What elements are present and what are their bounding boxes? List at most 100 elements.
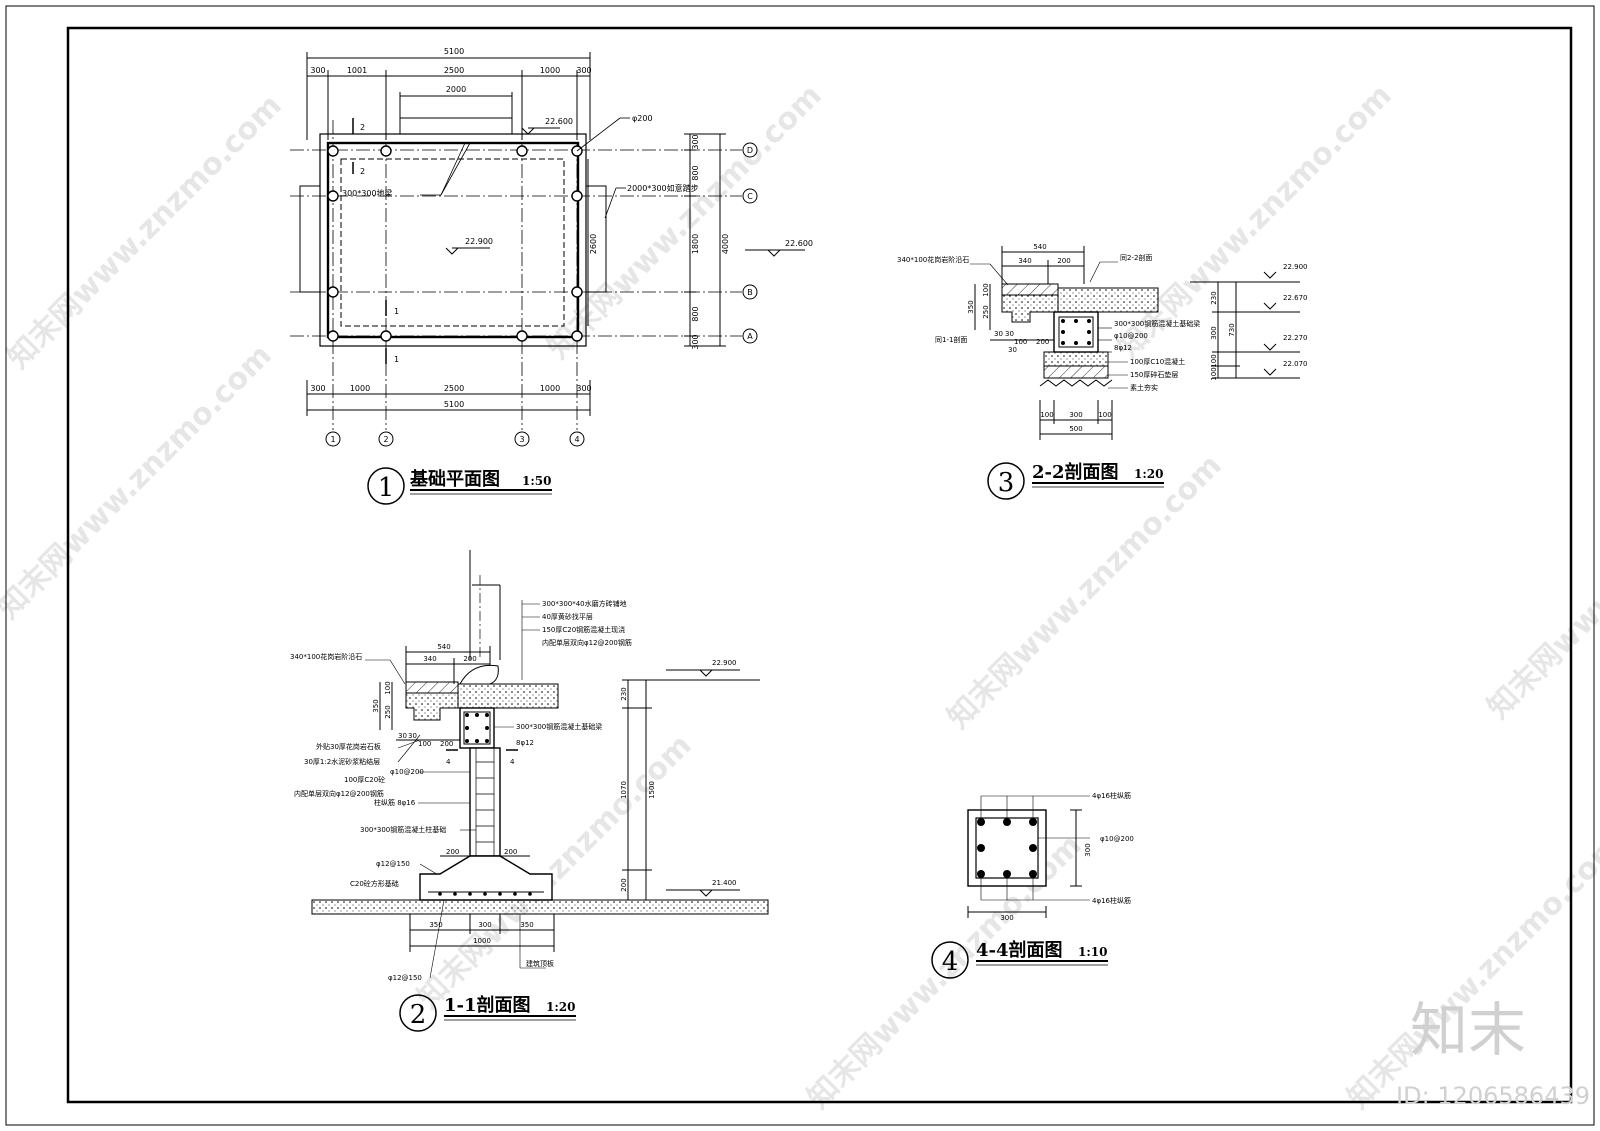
s22-layer1: 100厚C10混凝土 — [1130, 357, 1185, 366]
dim-overall-width: 5100 — [444, 47, 464, 56]
title-section-1-1: 1-1剖面图 — [444, 994, 531, 1016]
s11-col-rebar: φ10@200 — [390, 768, 424, 776]
section-mark-1: 1 — [394, 307, 399, 316]
s11-elev-top: 22.900 — [712, 659, 737, 667]
right-step — [585, 185, 607, 293]
title-section-4-4: 4-4剖面图 — [976, 939, 1063, 961]
s11-note-right-0: 300*300*40水磨方砖铺地 — [542, 599, 627, 608]
s22-step-body — [1001, 294, 1059, 323]
s22-beam-note: 300*300钢筋混凝土基础梁 — [1114, 319, 1200, 328]
s11-dim-bottom-2: 350 — [520, 921, 533, 929]
top-step — [399, 117, 513, 135]
dim-inner-height: 2600 — [589, 234, 598, 254]
s11-dim-bottom-0: 350 — [429, 921, 442, 929]
s22-dim-top-1: 340 — [1018, 257, 1031, 265]
watermark: 知末网www.znzmo.com — [1481, 438, 1600, 726]
scale-foundation-plan: 1:50 — [522, 474, 551, 488]
image-id-text: ID: 1206586439 — [1396, 1082, 1590, 1110]
s22-beam — [1053, 311, 1099, 353]
axis-3: 3 — [519, 435, 524, 444]
s22-small-2: 100 — [1014, 338, 1027, 346]
s22-dim-right-2: 100 — [1210, 354, 1218, 367]
title-index-1: 1 — [378, 473, 395, 503]
s11-base-note: C20砼方形基础 — [350, 879, 399, 888]
s22-dim-bottom-total: 500 — [1069, 425, 1082, 433]
s11-small-1: 30 — [408, 732, 417, 740]
s11-step-body — [405, 692, 459, 721]
s11-dim-230: 230 — [620, 687, 628, 700]
sheet-outer-border — [5, 5, 1595, 1126]
s22-dim-right-total: 730 — [1228, 323, 1236, 336]
s11-dim-top-2: 200 — [463, 655, 476, 663]
s11-dim-left-2: 250 — [384, 705, 392, 718]
s11-roof-slab — [311, 899, 769, 915]
dim-right-0: 300 — [691, 134, 700, 149]
s44-stirrup-note: φ10@200 — [1100, 835, 1134, 843]
section-mark-1: 1 — [394, 355, 399, 364]
elev-center: 22.900 — [465, 237, 493, 246]
s11-small-2: 100 — [418, 740, 431, 748]
watermark: 知末网www.znzmo.com — [1341, 828, 1600, 1116]
s11-beam-note: 300*300钢筋混凝土基础梁 — [516, 722, 602, 731]
dim-right-1: 800 — [691, 165, 700, 180]
dim-overall-height: 4000 — [721, 234, 730, 254]
s22-ref-note: 同2-2剖面 — [1120, 253, 1152, 262]
s22-dim-bottom-1: 300 — [1069, 411, 1082, 419]
s11-base-rebar: φ12@150 — [376, 860, 410, 868]
step-note: 2000*300如意踏步 — [627, 183, 699, 193]
foundation-plan: 5100 300 1001 2500 1000 300 2000 — [290, 47, 813, 505]
s11-dim-1070: 1070 — [620, 781, 628, 799]
title-foundation-plan: 基础平面图 — [409, 468, 500, 490]
axis-1: 1 — [330, 435, 335, 444]
s11-col-base: 300*300钢筋混凝土柱基础 — [360, 825, 446, 834]
znzmo-logo-text: 知末 — [1410, 996, 1526, 1064]
title-index-3: 3 — [998, 468, 1015, 498]
watermark: 知末网www.znzmo.com — [541, 78, 829, 366]
s11-dim-top-0: 540 — [437, 643, 450, 651]
s22-elev-3: 22.070 — [1283, 360, 1308, 368]
s22-dim-top-0: 540 — [1033, 243, 1046, 251]
section-mark-2: 2 — [360, 167, 365, 176]
title-index-4: 4 — [942, 947, 959, 977]
dim-bottom-total: 5100 — [444, 400, 464, 409]
s11-section-4: 4 — [446, 758, 451, 766]
s11-dim-left-1: 100 — [384, 681, 392, 694]
dim-bottom-3: 1000 — [540, 384, 560, 393]
dim-top-4: 300 — [576, 66, 591, 75]
axis-c: C — [747, 192, 753, 201]
axis-4: 4 — [574, 435, 579, 444]
axis-2: 2 — [383, 435, 388, 444]
s22-gravel — [1043, 365, 1109, 379]
dim-right-3: 800 — [691, 306, 700, 321]
s22-dim-right-0: 230 — [1210, 291, 1218, 304]
s44-height: 300 — [1084, 843, 1092, 856]
s44-width: 300 — [1000, 914, 1013, 922]
s11-note-right-3: 内配单层双向φ12@200钢筋 — [542, 638, 632, 647]
dim-top-3: 1000 — [540, 66, 560, 75]
sheet-frame — [66, 26, 1573, 1104]
s22-same-1-1: 同1-1剖面 — [935, 335, 967, 344]
s11-note-left-1: 30厚1:2水泥砂浆粘结层 — [304, 757, 380, 766]
watermark: 知末网www.znzmo.com — [1, 88, 289, 376]
section-mark-2: 2 — [360, 123, 365, 132]
dim-bottom-2: 2500 — [444, 384, 464, 393]
s22-elev-0: 22.900 — [1283, 263, 1308, 271]
s22-small-1: 30 — [1005, 330, 1014, 338]
s22-dim-bottom-2: 100 — [1098, 411, 1111, 419]
ground-beam — [326, 141, 580, 339]
s11-small-0: 30 — [398, 732, 407, 740]
inner-slab — [340, 158, 565, 327]
s22-c10-layer — [1043, 351, 1109, 367]
s11-dim-200b: 200 — [504, 848, 517, 856]
s11-section-4: 4 — [510, 758, 515, 766]
s11-dim-1500: 1500 — [648, 781, 656, 799]
s11-note-left-3: 内配单层双向φ12@200钢筋 — [294, 789, 384, 798]
pile-group — [327, 145, 583, 342]
axis-b: B — [747, 288, 753, 297]
s11-dim-200a: 200 — [446, 848, 459, 856]
s11-stone — [405, 681, 459, 694]
s11-note-right-1: 40厚黄砂找平层 — [542, 612, 593, 621]
s11-dim-bottom-total: 1000 — [473, 937, 491, 945]
s11-note-left-0: 外贴30厚花岗岩石板 — [316, 742, 381, 751]
